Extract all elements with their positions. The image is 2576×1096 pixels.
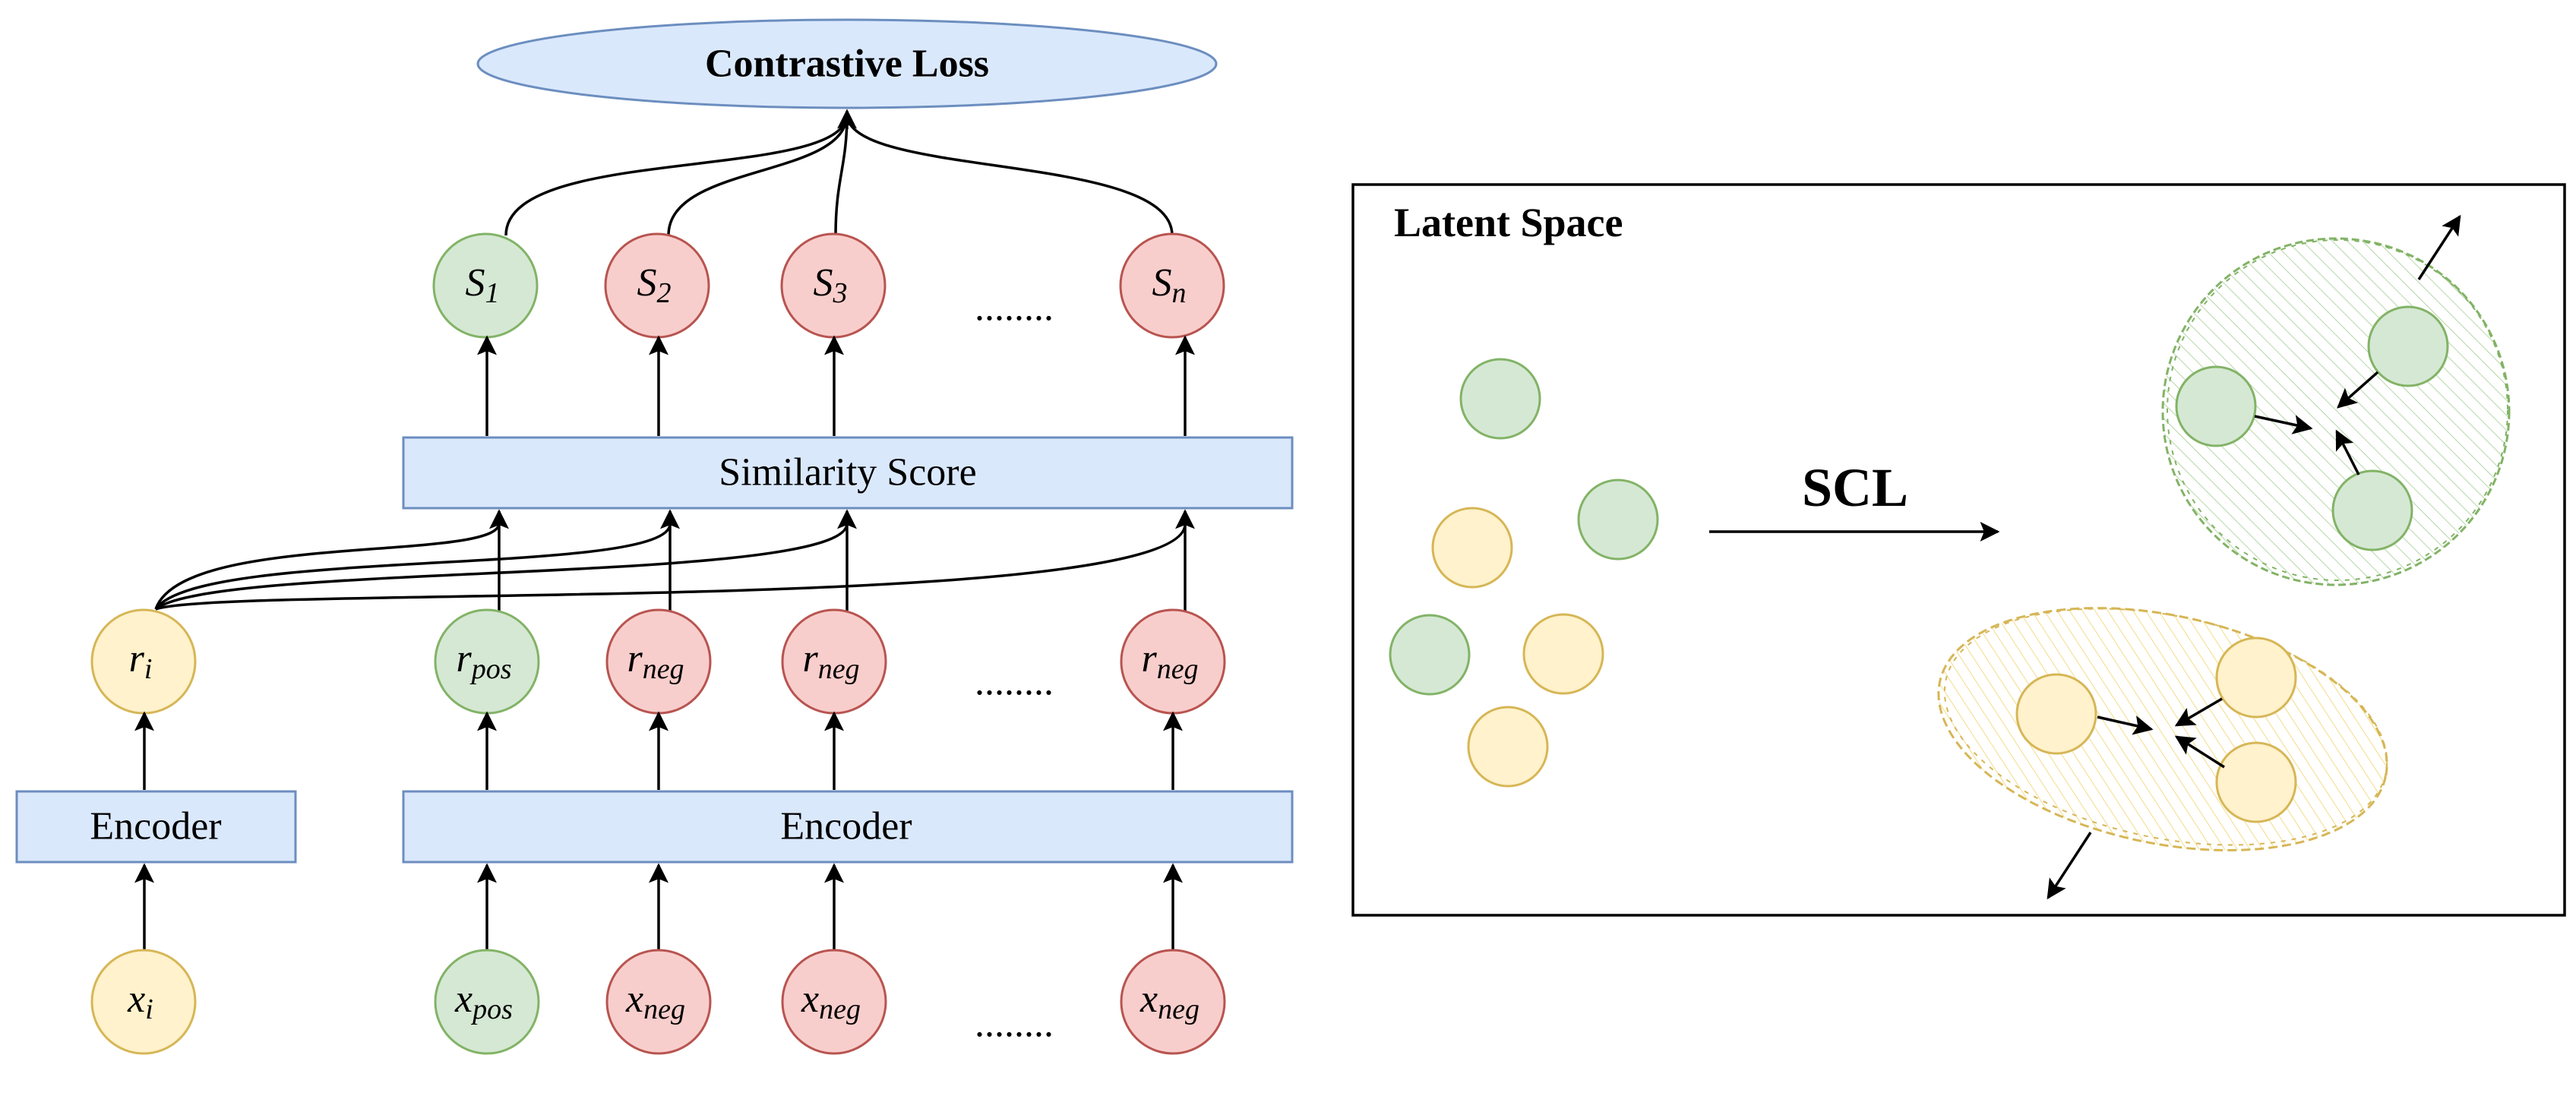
- green-cluster-point-3-circle: [2331, 469, 2413, 551]
- encoder-left-box: Encoder: [15, 790, 297, 864]
- latent-point-3: [1389, 614, 1471, 696]
- yellow-cluster-point-2-circle: [2215, 636, 2297, 719]
- input-node-2-label: xneg: [625, 978, 685, 1026]
- similarity-score-box: Similarity Score: [402, 436, 1294, 510]
- yellow-cluster-point-2: [2215, 636, 2297, 719]
- input-node-3: xneg: [781, 949, 887, 1055]
- encoder-to-rep-arrows: [134, 711, 1183, 790]
- representation-node-2: rneg: [605, 608, 712, 715]
- score-nodes: S1 S2 S3 Sn: [432, 232, 1225, 339]
- representation-node-2-label: rneg: [627, 637, 684, 686]
- yellow-cluster-arrows: [2047, 697, 2225, 900]
- yellow-cluster-points: [2015, 636, 2297, 823]
- score-node-4-circle: [1119, 232, 1225, 339]
- input-to-encoder-arrows: [134, 863, 1183, 949]
- green-cluster-arrows: [2254, 214, 2461, 475]
- score-node-3-label: S3: [814, 261, 848, 310]
- encoder-right-box: Encoder: [402, 790, 1294, 864]
- latent-point-5-circle: [1522, 613, 1604, 695]
- input-node-4: xneg: [1120, 949, 1226, 1055]
- input-node-2: xneg: [605, 949, 712, 1055]
- anchor-representation-node: ri: [90, 608, 197, 715]
- similarity-score-label: Similarity Score: [719, 451, 976, 494]
- green-cluster-point-3: [2331, 469, 2413, 551]
- representation-node-1: rpos: [434, 608, 540, 715]
- encoder-left-label: Encoder: [90, 805, 221, 848]
- green-cluster-points: [2175, 305, 2449, 551]
- anchor-input-node-label: xi: [127, 978, 153, 1026]
- anchor-representation-node-label: ri: [129, 637, 153, 686]
- contrastive-loss-node: Contrastive Loss: [476, 18, 1218, 109]
- score-node-2: S2: [604, 232, 710, 339]
- input-node-4-label: xneg: [1139, 978, 1199, 1026]
- similarity-to-score-arrows: [477, 335, 1195, 436]
- score-node-4: Sn: [1119, 232, 1225, 339]
- input-node-1-label: xpos: [454, 978, 513, 1026]
- input-node-1: xpos: [434, 949, 540, 1055]
- yellow-cluster-point-1-circle: [2015, 673, 2097, 755]
- anchor-input-node-circle: [90, 949, 197, 1055]
- rep-to-similarity-arrows: [498, 532, 1187, 611]
- anchor-to-similarity-connectors: [154, 509, 1195, 611]
- input-node-3-circle: [781, 949, 887, 1055]
- score-node-3: S3: [780, 232, 887, 339]
- representation-nodes: ri rpos rneg rneg rneg: [90, 608, 1226, 715]
- latent-point-2-circle: [1577, 479, 1659, 561]
- input-node-4-circle: [1120, 949, 1226, 1055]
- input-node-2-circle: [605, 949, 712, 1055]
- score-node-1: S1: [432, 232, 539, 339]
- latent-point-2: [1577, 479, 1659, 561]
- score-node-2-label: S2: [637, 261, 672, 310]
- latent-point-6-circle: [1467, 706, 1549, 788]
- latent-point-1-circle: [1459, 358, 1541, 440]
- contrastive-loss-label: Contrastive Loss: [705, 43, 989, 86]
- input-nodes: xi xpos xneg xneg xneg: [90, 949, 1226, 1055]
- encoder-right-label: Encoder: [780, 805, 912, 848]
- unclustered-points: [1389, 358, 1659, 788]
- latent-point-3-circle: [1389, 614, 1471, 696]
- latent-point-1: [1459, 358, 1541, 440]
- anchor-input-node: xi: [90, 949, 197, 1055]
- yellow-cluster-point-3: [2215, 741, 2297, 823]
- yellow-cluster-point-3-circle: [2215, 741, 2297, 823]
- representation-node-3-label: rneg: [802, 637, 859, 686]
- representation-node-1-label: rpos: [456, 637, 511, 686]
- green-cluster-point-2-circle: [2175, 365, 2257, 447]
- representation-ellipsis: ........: [975, 661, 1054, 704]
- latent-point-4: [1431, 507, 1513, 589]
- score-ellipsis: ........: [975, 286, 1054, 330]
- input-node-3-label: xneg: [801, 978, 861, 1026]
- latent-space-title: Latent Space: [1394, 200, 1623, 245]
- green-cluster-point-1-circle: [2367, 305, 2449, 387]
- representation-node-4-label: rneg: [1141, 637, 1198, 686]
- score-node-4-label: Sn: [1152, 261, 1187, 310]
- latent-point-4-circle: [1431, 507, 1513, 589]
- yellow-cluster-point-1: [2015, 673, 2097, 755]
- latent-point-6: [1467, 706, 1549, 788]
- input-ellipsis: ........: [975, 1003, 1054, 1046]
- latent-point-5: [1522, 613, 1604, 695]
- scl-label: SCL: [1802, 457, 1908, 518]
- score-to-loss-connectors: [504, 109, 1174, 236]
- green-cluster-point-1: [2367, 305, 2449, 387]
- representation-node-4: rneg: [1120, 608, 1226, 715]
- latent-space-panel: Latent Space SCL: [1351, 183, 2566, 917]
- representation-node-3: rneg: [781, 608, 887, 715]
- green-cluster-point-2: [2175, 365, 2257, 447]
- score-node-1-label: S1: [466, 261, 500, 310]
- input-node-1-circle: [434, 949, 540, 1055]
